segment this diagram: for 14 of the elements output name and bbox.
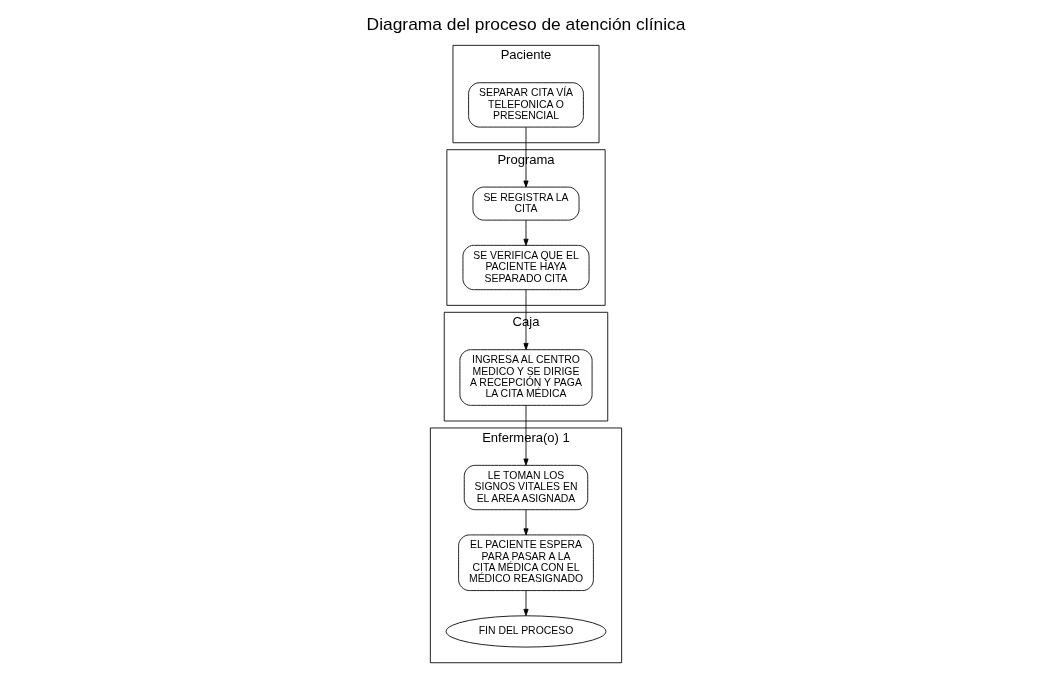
node-box: INGRESA AL CENTRO MEDICO Y SE DIRIGE A RECEPCIÓN Y PAGA LA CITA MÉDICA xyxy=(459,349,593,406)
arrow xyxy=(523,590,529,616)
node-box: LE TOMAN LOS SIGNOS VITALES EN EL AREA ASIGNADA xyxy=(463,464,589,511)
node-box: SEPARAR CITA VÍA TELEFONICA O PRESENCIAL xyxy=(468,82,584,128)
node-box: SE REGISTRA LA CITA xyxy=(472,186,580,221)
node-box: SE VERIFICA QUE EL PACIENTE HAYA SEPARADO CITA xyxy=(462,244,590,291)
node-box: EL PACIENTE ESPERA PARA PASAR A LA CITA MÉDICA CON EL MÉDICO REASIGNADO xyxy=(458,534,594,591)
arrow xyxy=(523,509,529,536)
arrow xyxy=(523,219,529,246)
node-ellipse: FIN DEL PROCESO xyxy=(445,615,607,648)
arrow xyxy=(523,405,529,466)
arrow xyxy=(523,126,529,188)
arrow xyxy=(523,289,529,350)
diagram-title: Diagrama del proceso de atención clínica xyxy=(366,13,686,34)
